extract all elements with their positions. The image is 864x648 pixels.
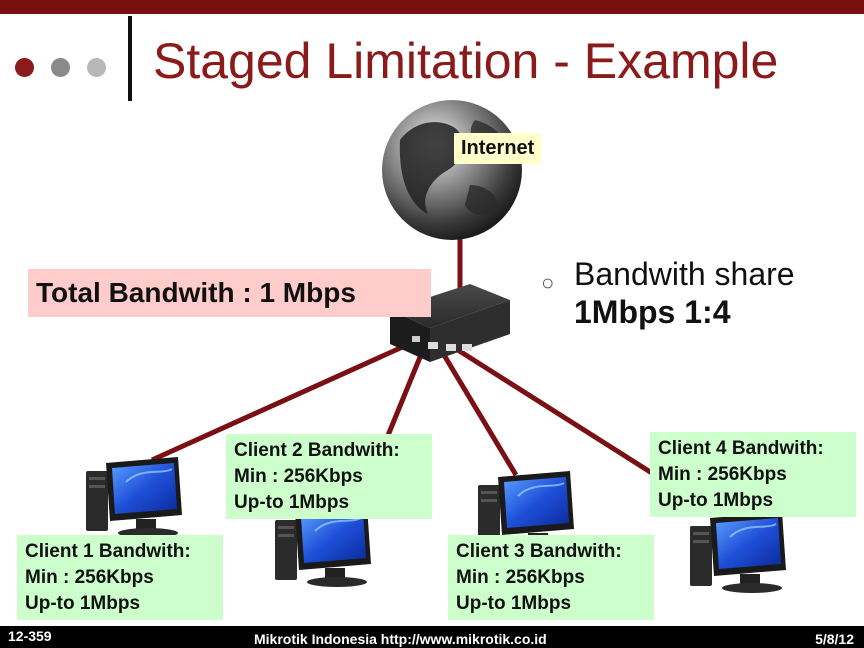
router-icon [390, 284, 510, 362]
client-3-bandwidth-box: Client 3 Bandwith: Min : 256Kbps Up-to 1… [448, 535, 654, 620]
footer-date: 5/8/12 [815, 631, 854, 647]
total-bandwidth-label: Total Bandwith : 1 Mbps [28, 269, 431, 317]
client-min: Min : 256Kbps [658, 464, 787, 485]
title-divider [128, 16, 132, 101]
slide-number: 12-359 [8, 628, 52, 644]
bullet-line-1: Bandwith share [574, 256, 795, 292]
internet-label: Internet [454, 133, 542, 164]
client-min: Min : 256Kbps [456, 567, 585, 588]
client-max: Up-to 1Mbps [234, 492, 350, 513]
client-min: Min : 256Kbps [234, 466, 363, 487]
client-title: Client 4 Bandwith: [658, 438, 824, 459]
computer-icon [689, 511, 787, 594]
globe-icon [382, 100, 522, 240]
bandwidth-share-bullet: Bandwith share 1Mbps 1:4 [574, 255, 795, 332]
client-2-bandwidth-box: Client 2 Bandwith: Min : 256Kbps Up-to 1… [226, 434, 432, 519]
title-dot-lightgray [87, 58, 106, 77]
client-max: Up-to 1Mbps [25, 593, 141, 614]
client-title: Client 1 Bandwith: [25, 541, 191, 562]
client-4-bandwidth-box: Client 4 Bandwith: Min : 256Kbps Up-to 1… [650, 432, 856, 517]
client-title: Client 2 Bandwith: [234, 440, 400, 461]
client-min: Min : 256Kbps [25, 567, 154, 588]
client-max: Up-to 1Mbps [658, 490, 774, 511]
top-accent-bar [0, 0, 864, 14]
client-title: Client 3 Bandwith: [456, 541, 622, 562]
client-max: Up-to 1Mbps [456, 593, 572, 614]
title-dot-red [15, 58, 34, 77]
title-dot-gray [51, 58, 70, 77]
footer-center-text: Mikrotik Indonesia http://www.mikrotik.c… [254, 631, 547, 647]
computer-icon [85, 456, 183, 539]
client-1-bandwidth-box: Client 1 Bandwith: Min : 256Kbps Up-to 1… [17, 535, 223, 620]
slide-title: Staged Limitation - Example [153, 33, 779, 89]
footer-bar: 12-359 Mikrotik Indonesia http://www.mik… [0, 626, 864, 648]
bullet-line-2: 1Mbps 1:4 [574, 294, 731, 331]
bullet-icon: ○ [541, 270, 555, 295]
